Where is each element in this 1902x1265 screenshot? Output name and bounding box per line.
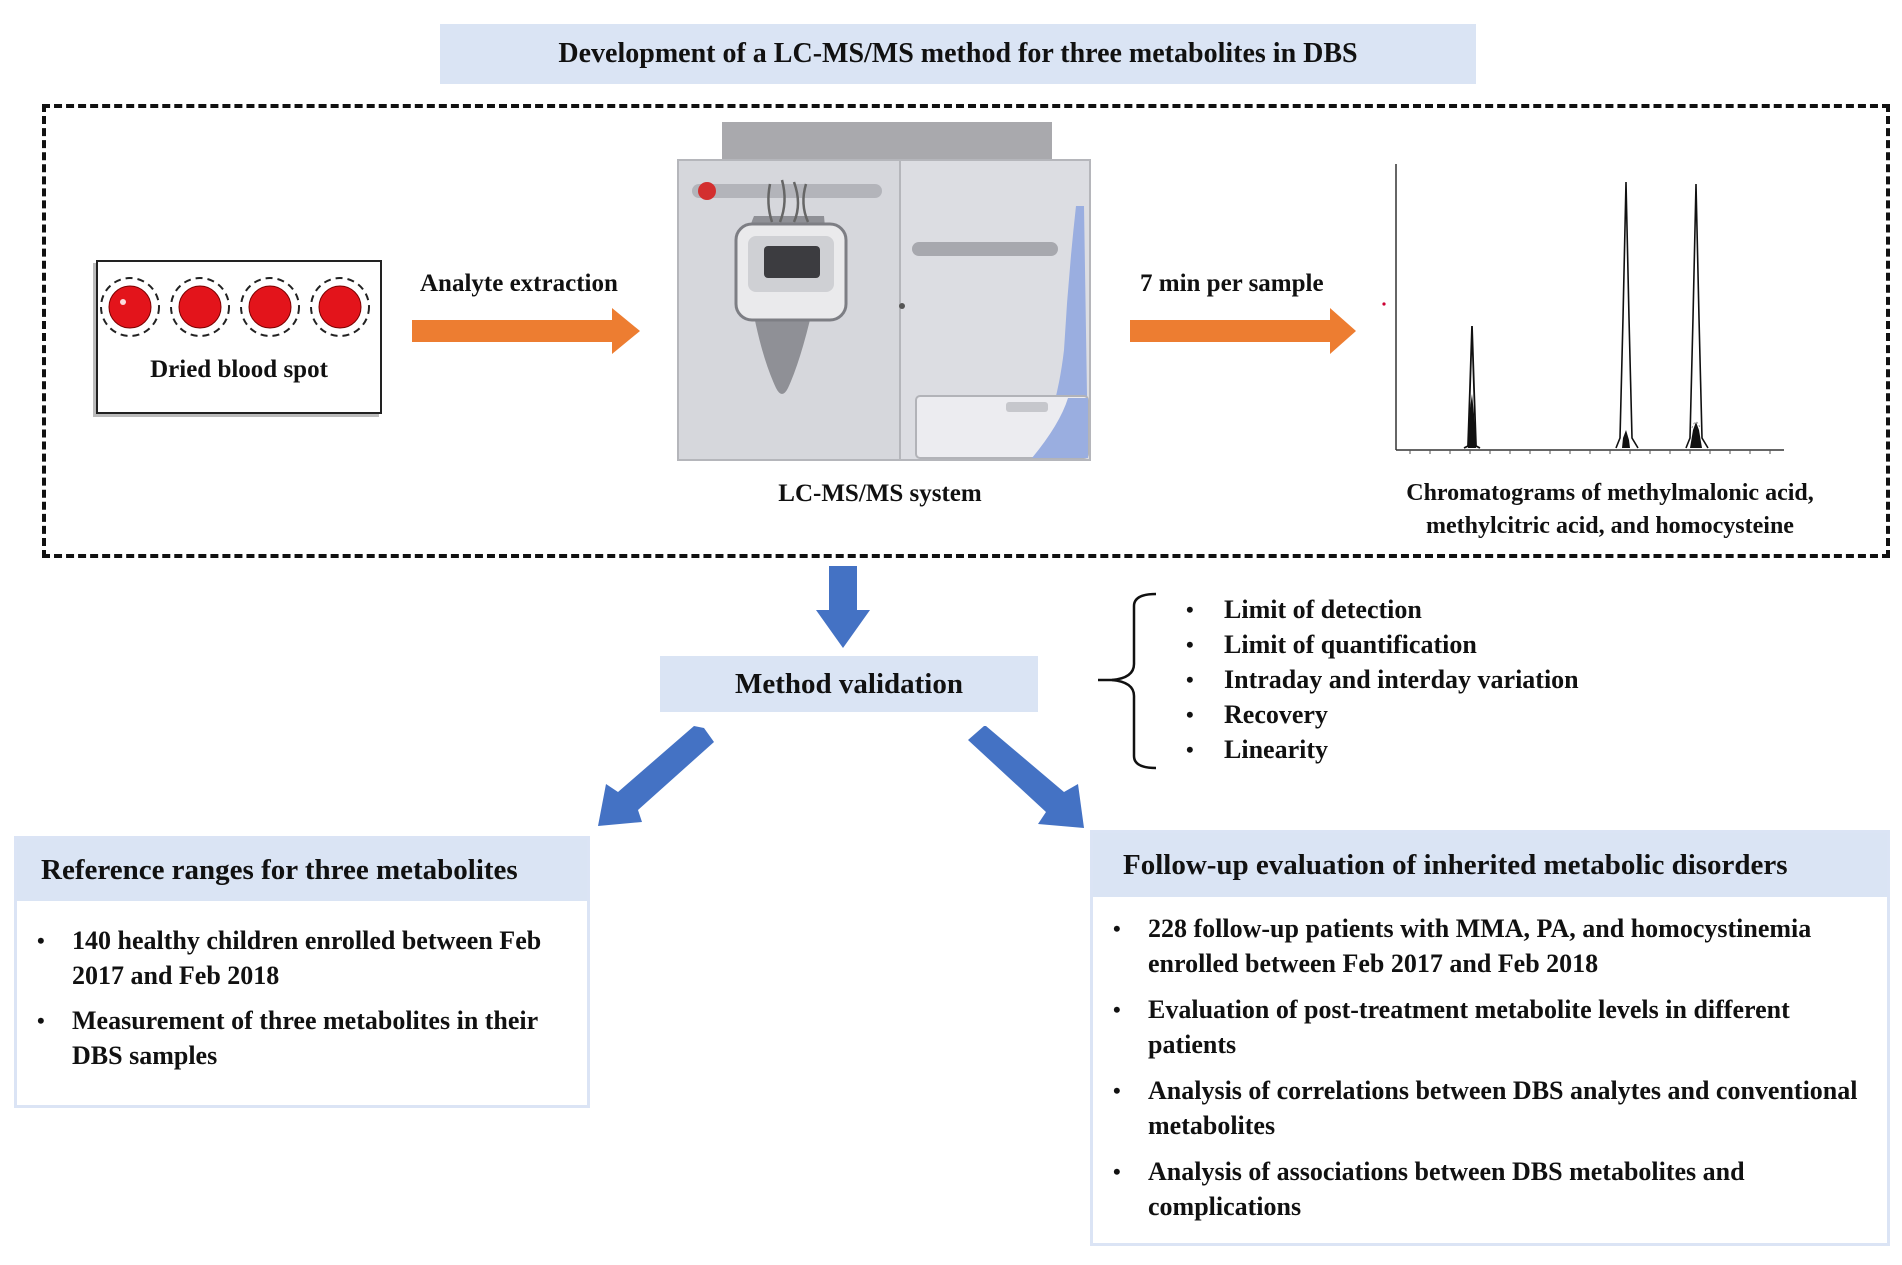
- orange-arrow-right: [1130, 308, 1356, 354]
- blood-spot: [240, 277, 300, 337]
- list-item: Analysis of correlations between DBS ana…: [1093, 1073, 1871, 1143]
- list-item: 140 healthy children enrolled between Fe…: [17, 923, 567, 993]
- follow-up-list: 228 follow-up patients with MMA, PA, and…: [1093, 911, 1887, 1224]
- blue-arrow-down-right: [968, 726, 1084, 828]
- blood-spots: [100, 277, 370, 337]
- list-item: Linearity: [1186, 732, 1579, 767]
- list-item: 228 follow-up patients with MMA, PA, and…: [1093, 911, 1871, 981]
- dried-blood-spot-card: [96, 260, 382, 414]
- blue-arrow-down: [816, 566, 870, 648]
- list-item: Limit of quantification: [1186, 627, 1579, 662]
- list-item: Measurement of three metabolites in thei…: [17, 1003, 567, 1073]
- validation-criteria-list: Limit of detection Limit of quantificati…: [1186, 592, 1579, 767]
- lc-ms-instrument-illustration: [677, 122, 1091, 461]
- reference-ranges-title: Reference ranges for three metabolites: [17, 839, 587, 901]
- analyte-extraction-label: Analyte extraction: [420, 270, 618, 297]
- chromatogram-label: Chromatograms of methylmalonic acid, met…: [1340, 477, 1880, 543]
- method-validation-box: Method validation: [660, 656, 1038, 712]
- blue-arrow-down-left: [598, 726, 714, 826]
- reference-ranges-panel: Reference ranges for three metabolites 1…: [14, 836, 590, 1108]
- list-item: Intraday and interday variation: [1186, 662, 1579, 697]
- dried-blood-spot-label: Dried blood spot: [150, 356, 328, 383]
- time-per-sample-label: 7 min per sample: [1140, 270, 1324, 297]
- diagram-title: Development of a LC-MS/MS method for thr…: [440, 24, 1476, 84]
- blood-spot: [170, 277, 230, 337]
- list-item: Analysis of associations between DBS met…: [1093, 1154, 1871, 1224]
- follow-up-title: Follow-up evaluation of inherited metabo…: [1093, 833, 1887, 897]
- follow-up-panel: Follow-up evaluation of inherited metabo…: [1090, 830, 1890, 1246]
- reference-ranges-list: 140 healthy children enrolled between Fe…: [17, 923, 587, 1073]
- chromatogram-label-line-2: methylcitric acid, and homocysteine: [1426, 513, 1794, 539]
- list-item: Limit of detection: [1186, 592, 1579, 627]
- blood-spot: [310, 277, 370, 337]
- orange-arrow-right: [412, 308, 640, 354]
- curly-brace: [1098, 592, 1157, 770]
- chromatogram-illustration: [1382, 164, 1784, 454]
- workflow-frame: [42, 104, 1890, 558]
- blood-spot: [100, 277, 160, 337]
- list-item: Recovery: [1186, 697, 1579, 732]
- chromatogram-label-line-1: Chromatograms of methylmalonic acid,: [1406, 480, 1814, 506]
- list-item: Evaluation of post-treatment metabolite …: [1093, 992, 1871, 1062]
- lc-ms-system-label: LC-MS/MS system: [778, 480, 982, 507]
